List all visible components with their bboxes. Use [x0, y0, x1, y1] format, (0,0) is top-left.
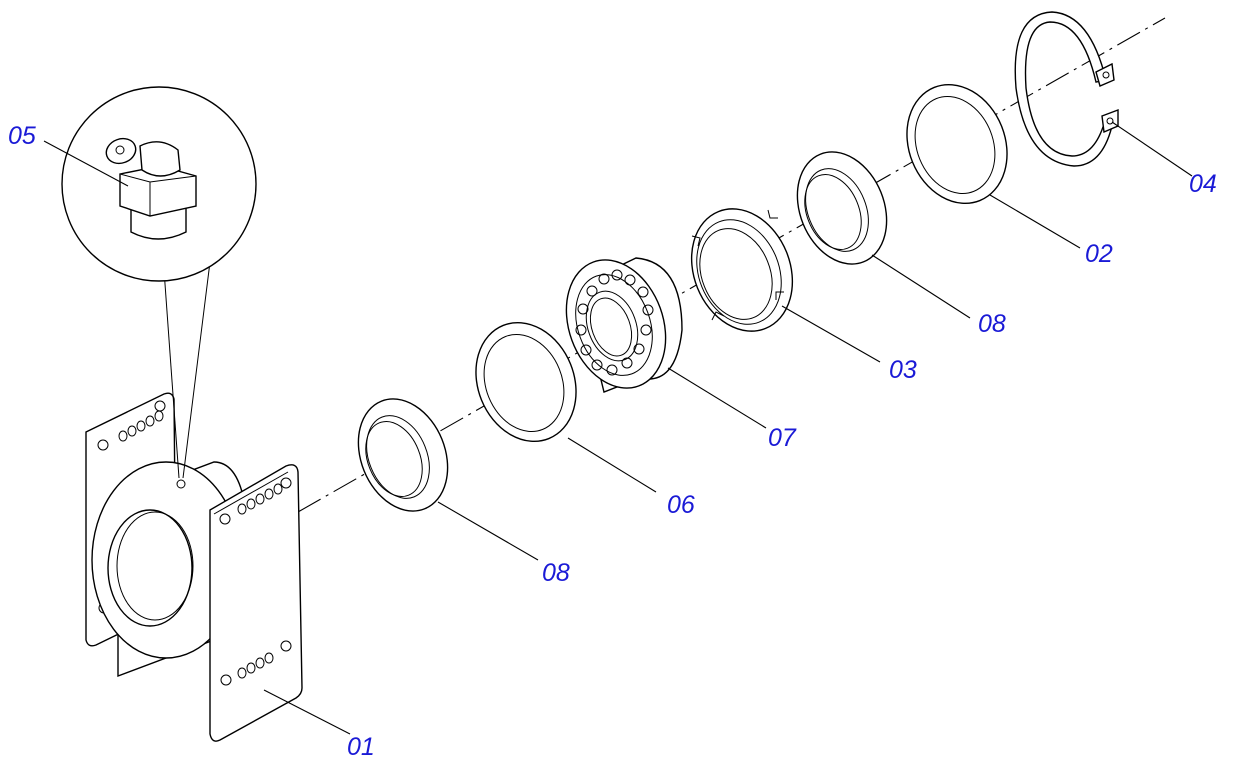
front-flange — [209, 464, 303, 742]
hub-bore — [107, 509, 193, 627]
leader-02 — [989, 194, 1081, 249]
front-flange-holes — [219, 477, 292, 686]
callout-08-near: 08 — [542, 559, 570, 587]
part-02-flat-washer — [906, 83, 1008, 205]
leader-lines — [43, 121, 1193, 735]
part-01-housing — [85, 392, 303, 742]
circlip-lug-upper — [1095, 62, 1115, 87]
callout-05: 05 — [8, 122, 36, 150]
part-05-grease-nipple-detail — [61, 86, 257, 479]
nipple-ball — [105, 137, 137, 165]
callout-03: 03 — [889, 356, 917, 384]
part-08-seal-ring-far — [796, 151, 888, 265]
callout-04: 04 — [1189, 170, 1217, 198]
grease-hole — [176, 479, 186, 489]
leader-08-near — [437, 501, 539, 561]
part-06-flat-washer — [475, 321, 577, 443]
callout-08-far: 08 — [978, 310, 1006, 338]
leader-04 — [1111, 121, 1193, 177]
bearing-rollers — [575, 269, 654, 376]
callout-07: 07 — [768, 424, 797, 452]
part-04-circlip — [1014, 11, 1119, 167]
part-07-roller-bearing — [565, 257, 683, 393]
callout-02: 02 — [1085, 240, 1113, 268]
leader-07 — [667, 367, 767, 429]
part-08-seal-ring-near — [357, 398, 449, 512]
nipple-neck — [139, 141, 181, 177]
circlip-lug-lower — [1101, 108, 1119, 134]
leader-08-far — [871, 254, 971, 319]
leader-03 — [781, 305, 881, 363]
callout-labels: 05 04 02 08 03 07 06 08 01 — [8, 122, 1217, 761]
leader-01 — [263, 689, 351, 735]
part-03-slotted-ring — [690, 208, 794, 332]
leader-05 — [43, 140, 129, 187]
leader-06 — [567, 437, 657, 493]
callout-06: 06 — [667, 491, 695, 519]
callout-01: 01 — [347, 733, 375, 761]
back-flange-holes — [97, 400, 166, 614]
